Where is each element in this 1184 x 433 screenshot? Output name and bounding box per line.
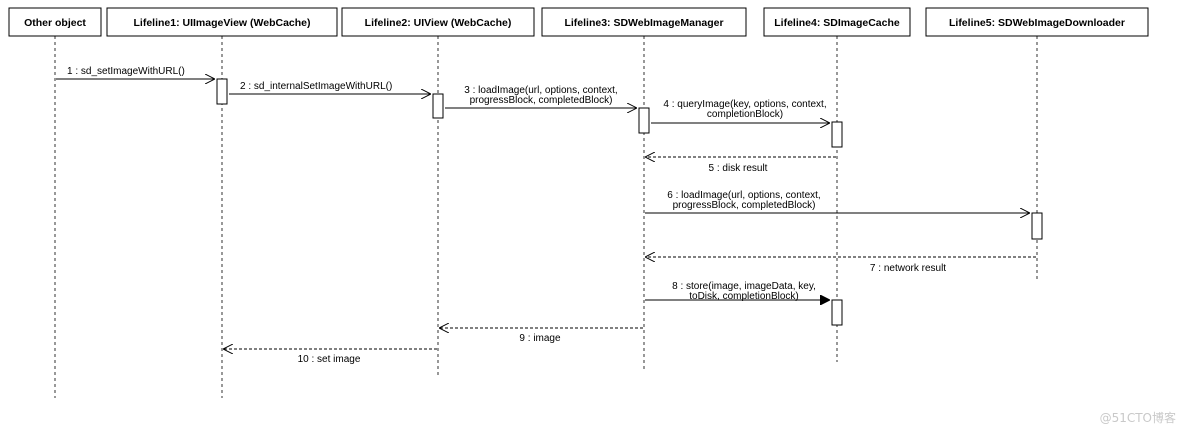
watermark: @51CTO博客 bbox=[1099, 411, 1176, 425]
message-m3[interactable]: 3 : loadImage(url, options, context,prog… bbox=[445, 85, 637, 108]
message-label: 8 : store(image, imageData, key, bbox=[672, 281, 816, 292]
lifeline-header-label: Lifeline2: UIView (WebCache) bbox=[365, 17, 512, 29]
lifeline-header-label: Lifeline4: SDImageCache bbox=[774, 17, 900, 29]
message-m2[interactable]: 2 : sd_internalSetImageWithURL() bbox=[229, 81, 431, 94]
message-label: 9 : image bbox=[519, 333, 561, 344]
message-label: 1 : sd_setImageWithURL() bbox=[67, 66, 185, 77]
message-label: progressBlock, completedBlock) bbox=[470, 95, 613, 106]
lifeline-header-box[interactable] bbox=[8, 7, 102, 37]
messages: 1 : sd_setImageWithURL() 2 : sd_internalS… bbox=[56, 66, 1036, 365]
message-m6[interactable]: 6 : loadImage(url, options, context,prog… bbox=[645, 190, 1030, 213]
lifeline-l1: Lifeline1: UIImageView (WebCache) bbox=[106, 7, 338, 398]
message-m5[interactable]: 5 : disk result bbox=[645, 157, 836, 174]
lifeline-obj: Other object bbox=[8, 7, 102, 398]
message-label: 3 : loadImage(url, options, context, bbox=[464, 85, 617, 96]
activation-bars bbox=[216, 78, 1043, 326]
lifeline-header-box[interactable] bbox=[763, 7, 911, 37]
message-m4[interactable]: 4 : queryImage(key, options, context,com… bbox=[651, 99, 830, 123]
lifeline-header-label: Lifeline1: UIImageView (WebCache) bbox=[134, 17, 311, 29]
message-m8[interactable]: 8 : store(image, imageData, key,toDisk, … bbox=[645, 281, 830, 302]
activation-bar-l4[interactable] bbox=[831, 121, 843, 148]
activation-bar-l5[interactable] bbox=[1031, 212, 1043, 240]
lifeline-header-label: Lifeline3: SDWebImageManager bbox=[564, 17, 723, 29]
lifeline-l5: Lifeline5: SDWebImageDownloader bbox=[925, 7, 1149, 282]
message-label: 6 : loadImage(url, options, context, bbox=[667, 190, 820, 201]
lifeline-header-box[interactable] bbox=[541, 7, 747, 37]
message-label: completionBlock) bbox=[707, 109, 783, 120]
activation-bar-l2[interactable] bbox=[432, 93, 444, 119]
activation-bar-l1[interactable] bbox=[216, 78, 228, 105]
message-label: 10 : set image bbox=[298, 354, 361, 365]
message-label: 4 : queryImage(key, options, context, bbox=[663, 99, 826, 110]
message-label: 7 : network result bbox=[870, 263, 946, 274]
lifeline-header-label: Other object bbox=[24, 17, 86, 29]
lifeline-header-box[interactable] bbox=[341, 7, 535, 37]
activation-bar-l3[interactable] bbox=[638, 107, 650, 134]
message-m10[interactable]: 10 : set image bbox=[223, 349, 437, 365]
message-m1[interactable]: 1 : sd_setImageWithURL() bbox=[56, 66, 215, 79]
message-m7[interactable]: 7 : network result bbox=[645, 257, 1036, 274]
lifeline-l4: Lifeline4: SDImageCache bbox=[763, 7, 911, 362]
lifelines: Other object Lifeline1: UIImageView (WebC… bbox=[8, 7, 1149, 398]
message-m9[interactable]: 9 : image bbox=[439, 328, 643, 344]
lifeline-l2: Lifeline2: UIView (WebCache) bbox=[341, 7, 535, 376]
message-label: 2 : sd_internalSetImageWithURL() bbox=[240, 81, 392, 92]
lifeline-header-label: Lifeline5: SDWebImageDownloader bbox=[949, 17, 1125, 29]
message-label: progressBlock, completedBlock) bbox=[673, 200, 816, 211]
message-label: 5 : disk result bbox=[709, 163, 768, 174]
message-label: toDisk, completionBlock) bbox=[689, 291, 798, 302]
lifeline-l3: Lifeline3: SDWebImageManager bbox=[541, 7, 747, 370]
activation-bar-l4[interactable] bbox=[831, 299, 843, 326]
